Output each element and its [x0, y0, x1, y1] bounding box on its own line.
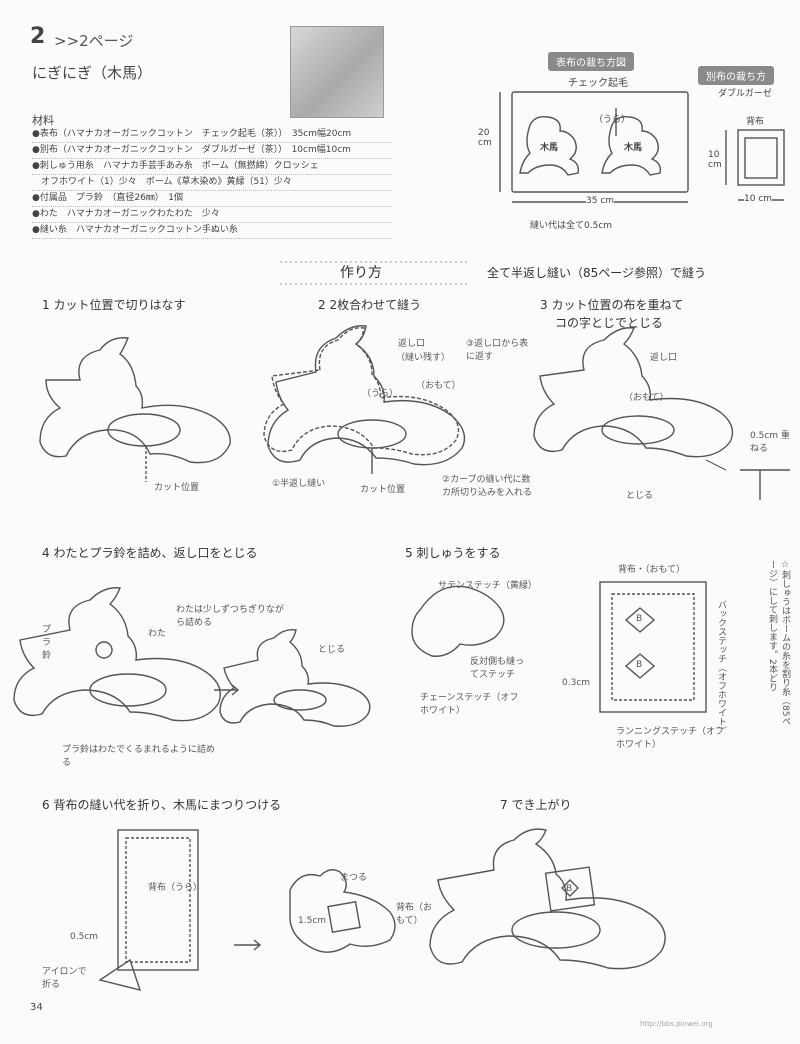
return-opening-label: 返し口: [398, 339, 426, 349]
other-height-dim: 10 cm: [708, 150, 722, 170]
letter-b-finished: B: [566, 884, 573, 894]
material-row: ●付属品 プラ鈴 （直径26㎜） 1個: [32, 191, 392, 207]
front-cutting-title: 表布の裁ち方図: [548, 52, 634, 71]
seam-allowance-note: 縫い代は全て0.5cm: [530, 221, 613, 231]
front-height-dim: 20 cm: [478, 128, 492, 148]
letter-b-lower: B: [636, 660, 643, 670]
backcloth-omote-6-label: 背布（おもて）: [396, 903, 433, 926]
chain-stitch-label: チェーンステッチ（オフホワイト）: [420, 693, 519, 716]
howto-title: 作り方: [340, 265, 382, 281]
rattle-note: プラ鈴はわたでくるまれるように詰める: [62, 745, 215, 768]
backcloth-omote-label: 背布・（おもて）: [618, 565, 686, 575]
leave-unsewn-label: （縫い残す）: [396, 353, 451, 363]
stuffing-label: わた: [148, 629, 167, 639]
footer-url: http://bbs.pinwei.org: [640, 1020, 713, 1028]
opposite-side-note: 反対側も縫ってステッチ: [470, 657, 525, 680]
item-title: にぎにぎ（木馬）: [32, 64, 153, 82]
step-3-title: 3 カット位置の布を重ねて: [540, 298, 684, 312]
pattern-horse-left: [519, 115, 580, 176]
step-7-title: 7 でき上がり: [500, 798, 572, 812]
material-row: ●刺しゅう用糸 ハマナカ手芸手あみ糸 ボーム（無撚綿）クロッシェ: [32, 159, 392, 175]
materials-list: ●表布（ハマナカオーガニックコットン チェック起毛（茶）） 35cm幅20cm …: [32, 127, 392, 239]
materials-title: 材料: [32, 114, 54, 127]
pattern-horse-right: [601, 115, 662, 176]
step5-horse: [411, 585, 505, 657]
backcloth-label: 背布: [746, 117, 765, 127]
mokuba-label-right: 木馬: [624, 143, 643, 153]
front-fabric-name: チェック起毛: [568, 78, 628, 89]
step2-horse: [263, 327, 460, 456]
front-fabric-rect: [511, 91, 689, 193]
step4-horse: [13, 587, 221, 722]
step3-horse: [533, 327, 734, 458]
ura-step2-label: （うら）: [362, 389, 399, 399]
other-width-dim: 10 cm: [744, 194, 773, 204]
close-label-4: とじる: [318, 645, 346, 655]
material-row: ●表布（ハマナカオーガニックコットン チェック起毛（茶）） 35cm幅20cm: [32, 127, 392, 143]
margin-15-label: 1.5cm: [298, 916, 327, 926]
back-stitch-label: バックステッチ（オフホワイト）: [716, 600, 726, 735]
whipstitch-label: まつる: [340, 873, 368, 883]
half-back-stitch-label: ①半返し縫い: [272, 479, 326, 489]
iron-fold-label: アイロンで折る: [42, 967, 87, 990]
other-fabric-name: ダブルガーゼ: [718, 89, 772, 99]
curve-notch-note: ②カーブの縫い代に数カ所切り込みを入れる: [442, 475, 533, 498]
turn-out-note: ③返し口から表に返す: [466, 339, 529, 362]
backcloth-ura-label: 背布（うら）: [148, 883, 203, 893]
step-4-title: 4 わたとプラ鈴を詰め、返し口をとじる: [42, 546, 258, 560]
howto-note: 全て半返し縫い（85ページ参照）で縫う: [487, 266, 707, 280]
cut-position-label: カット位置: [154, 483, 200, 493]
product-photo: [290, 26, 384, 118]
step1-horse: [39, 337, 231, 464]
running-stitch-label: ランニングステッチ（オフホワイト）: [616, 727, 725, 750]
step-5-title: 5 刺しゅうをする: [405, 546, 501, 560]
return-opening-label-3: 返し口: [650, 353, 678, 363]
step-6-title: 6 背布の縫い代を折り、木馬にまつりつける: [42, 798, 282, 812]
step4-result: [219, 628, 371, 727]
overlap-note: 0.5cm 重ねる: [750, 431, 790, 454]
step-3-title-2: コの字とじでとじる: [555, 316, 664, 330]
other-fabric-rect: [737, 129, 785, 186]
page-section-number: 2: [30, 24, 46, 49]
front-width-dim: 35 cm: [586, 196, 615, 206]
rattle-label: プラ鈴: [42, 625, 52, 661]
material-row: ●縫い糸 ハマナカオーガニックコットン手ぬい糸: [32, 223, 392, 239]
page-number: 34: [30, 1002, 43, 1013]
material-row: オフホワイト（1）少々 ボーム《草木染め》黄緑（51）少々: [32, 175, 392, 191]
step6-frame: [117, 829, 199, 971]
material-row: ●別布（ハマナカオーガニックコットン ダブルガーゼ（茶）） 10cm幅10cm: [32, 143, 392, 159]
stuffing-note: わたは少しずつちぎりながら詰める: [176, 605, 284, 628]
margin-05-label: 0.5cm: [70, 932, 99, 942]
embroidery-side-note: ☆刺しゅうはボームの糸を割り糸（85ページ）にして刺します。2本どり: [767, 560, 790, 726]
step7-horse: [429, 828, 666, 970]
backcloth-rect: [599, 581, 707, 713]
close-label: とじる: [626, 491, 654, 501]
material-row: ●わた ハマナカオーガニックわたわた 少々: [32, 207, 392, 223]
other-cutting-title: 別布の裁ち方: [698, 66, 774, 85]
step6-horse: [289, 869, 396, 953]
satin-stitch-label: サテンステッチ（黄緑）: [438, 581, 537, 591]
margin-03-label: 0.3cm: [562, 678, 591, 688]
page-reference: >>2ページ: [54, 32, 134, 50]
step-2-title: 2 2枚合わせて縫う: [318, 298, 422, 312]
mokuba-label-left: 木馬: [540, 143, 559, 153]
letter-b-upper: B: [636, 614, 643, 624]
step-1-title: 1 カット位置で切りはなす: [42, 298, 186, 312]
ura-label: （うら）: [594, 115, 631, 125]
omote-label: （おもて）: [416, 381, 461, 391]
omote-label-3: （おもて）: [624, 393, 669, 403]
cut-position-label-2: カット位置: [360, 485, 406, 495]
